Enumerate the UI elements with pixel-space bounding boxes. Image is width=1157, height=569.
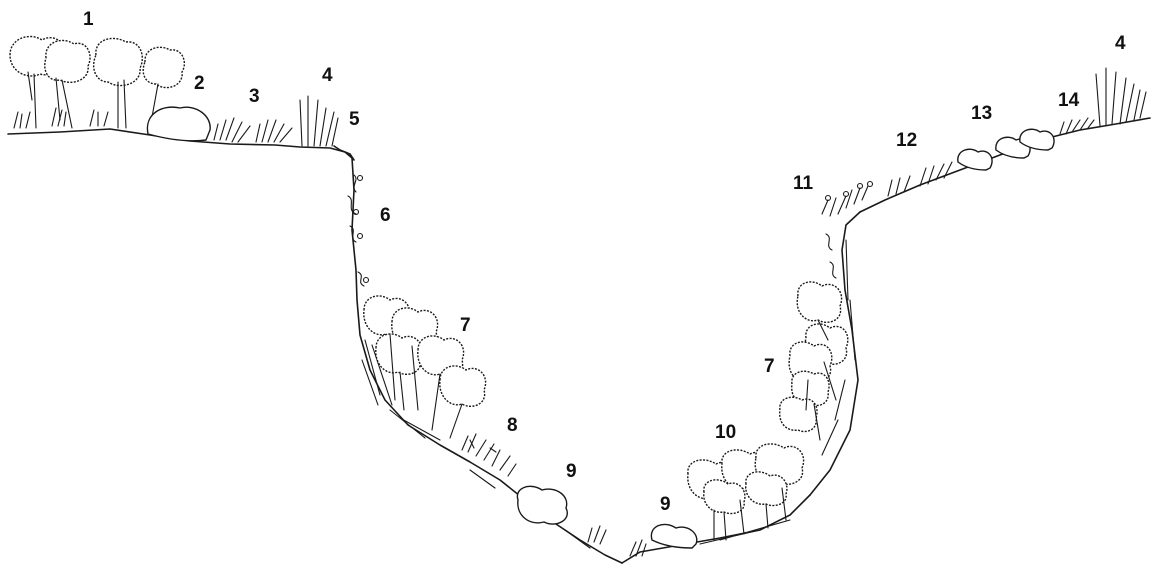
zone-7-slope-shrubs-right <box>780 282 848 440</box>
zone-9-low-shrubs-left <box>517 486 567 524</box>
label-zone-6: 6 <box>380 206 391 225</box>
zone-12-grasses <box>888 162 952 196</box>
label-zone-8: 8 <box>507 416 518 435</box>
label-zone-4-right: 4 <box>1115 34 1126 53</box>
label-zone-12: 12 <box>896 131 917 150</box>
label-zone-4-left: 4 <box>322 66 333 85</box>
label-zone-3: 3 <box>249 87 260 106</box>
label-zone-7-right: 7 <box>764 357 775 376</box>
zone-4-tall-grass-right <box>1096 68 1146 126</box>
label-zone-2: 2 <box>194 74 205 93</box>
label-zone-5: 5 <box>349 110 360 129</box>
label-zone-9-right: 9 <box>660 495 671 514</box>
zone-3-low-vegetation <box>214 118 292 142</box>
zone-14-low-shrubs <box>1060 118 1094 134</box>
zone-10-riparian-trees <box>688 444 804 540</box>
zone-4-tall-grass-left <box>300 96 338 146</box>
label-zone-7-left: 7 <box>460 316 471 335</box>
label-zone-10: 10 <box>715 423 736 442</box>
label-zone-14: 14 <box>1058 91 1079 110</box>
zone-9-low-shrub-right <box>651 524 696 548</box>
label-zone-9-left: 9 <box>566 462 577 481</box>
zone-13-herb-rosettes <box>958 149 992 170</box>
label-zone-1: 1 <box>83 10 94 29</box>
label-zone-13: 13 <box>971 104 992 123</box>
zone-2-shrub <box>147 107 210 141</box>
zone-9-small-plants-left <box>588 526 646 556</box>
label-zone-11: 11 <box>793 174 813 193</box>
